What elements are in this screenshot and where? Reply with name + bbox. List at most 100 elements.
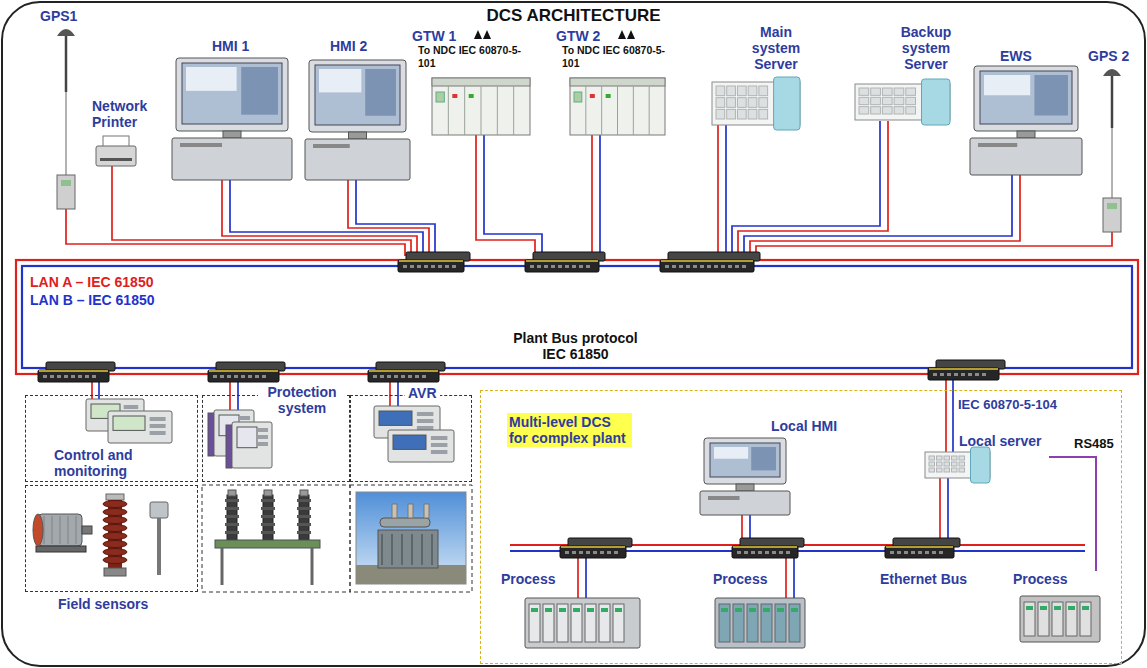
switch-port bbox=[614, 551, 618, 554]
module-divider bbox=[513, 86, 514, 135]
drive-slot bbox=[313, 144, 350, 148]
drive-bay bbox=[882, 107, 892, 114]
module-led bbox=[1026, 606, 1033, 610]
io-module bbox=[1052, 602, 1063, 636]
io-module bbox=[747, 604, 758, 642]
switch-port bbox=[220, 375, 224, 378]
rack-rail bbox=[570, 78, 665, 86]
switch-port bbox=[565, 551, 569, 554]
io-module bbox=[761, 604, 772, 642]
gateway-label: GTW 1To NDC IEC 60870-5-101 bbox=[412, 28, 522, 70]
module-display bbox=[436, 92, 444, 102]
gps-cable bbox=[66, 92, 67, 175]
bus-label: Plant Bus protocol IEC 61850 bbox=[508, 330, 643, 362]
device-button bbox=[258, 435, 268, 439]
gateway-device bbox=[570, 78, 665, 135]
drive-bay bbox=[859, 107, 869, 114]
network-cable bbox=[725, 125, 727, 256]
switch-port bbox=[665, 265, 669, 268]
server-label: Backup system Server bbox=[894, 24, 958, 72]
drive-bay bbox=[716, 98, 725, 108]
drive-bay bbox=[894, 88, 904, 95]
io-module bbox=[557, 604, 568, 642]
switch-port bbox=[932, 551, 936, 554]
switch-port bbox=[422, 375, 426, 378]
network-cable bbox=[222, 180, 417, 256]
insulator-rib bbox=[225, 531, 239, 534]
gps-mast bbox=[1111, 76, 1114, 128]
switch-port bbox=[707, 265, 711, 268]
ied-device bbox=[226, 422, 272, 468]
device-group-box: Control and monitoring bbox=[25, 395, 198, 482]
drive-bay bbox=[882, 88, 892, 95]
screen-window bbox=[751, 447, 776, 470]
lan-legend-label: LAN B – IEC 61850 bbox=[30, 292, 155, 308]
monitor-bezel bbox=[974, 66, 1078, 131]
node-label: Local HMI bbox=[771, 418, 837, 434]
network-cable bbox=[397, 380, 399, 408]
switch-unit bbox=[208, 370, 279, 382]
node-label: AVR bbox=[405, 385, 440, 401]
breaker-leg bbox=[221, 548, 224, 585]
module-led bbox=[1082, 606, 1089, 610]
monitor-stand bbox=[223, 131, 241, 138]
insulator-rib bbox=[297, 523, 311, 526]
drive-bay bbox=[937, 468, 943, 472]
insulator-rib bbox=[225, 507, 239, 510]
transformer-photo bbox=[356, 492, 466, 584]
radiator-fin bbox=[421, 534, 423, 565]
printer-body bbox=[96, 146, 136, 166]
switch-port bbox=[227, 375, 231, 378]
io-module bbox=[719, 604, 730, 642]
drive-bay bbox=[944, 456, 950, 460]
switch-port bbox=[693, 265, 697, 268]
process-box: Process bbox=[1011, 571, 1109, 653]
uplink-arrow bbox=[483, 30, 491, 39]
switch-port bbox=[64, 375, 68, 378]
switch-port bbox=[380, 375, 384, 378]
node-label: Multi-level DCS for complex plant bbox=[507, 413, 632, 447]
network-cable bbox=[750, 175, 1020, 256]
switch-port bbox=[586, 265, 590, 268]
transformer-bushing bbox=[408, 504, 413, 518]
drive-bay bbox=[737, 86, 746, 96]
plc-base bbox=[715, 598, 805, 648]
node-label: To NDC IEC 60870-5-101 bbox=[562, 44, 666, 70]
motor-fin bbox=[68, 516, 69, 544]
drive-bay bbox=[952, 468, 958, 472]
switch-port bbox=[424, 265, 428, 268]
node-label: Process bbox=[1013, 571, 1109, 587]
field-sensor-icons bbox=[33, 494, 168, 576]
switch-port bbox=[92, 375, 96, 378]
switch-unit bbox=[398, 260, 464, 272]
drive-bay bbox=[859, 97, 869, 104]
switch-unit bbox=[368, 370, 439, 382]
radiator-fin bbox=[431, 534, 433, 565]
printer-icon bbox=[96, 136, 136, 166]
network-cable bbox=[356, 180, 435, 256]
switch-port bbox=[890, 551, 894, 554]
network-cable bbox=[793, 555, 795, 600]
screen-window bbox=[241, 67, 278, 115]
ct-shed bbox=[103, 525, 127, 532]
io-module bbox=[775, 604, 786, 642]
printer-label: Network Printer bbox=[92, 98, 164, 130]
node-label: Process bbox=[501, 571, 555, 587]
plc-rack bbox=[715, 598, 805, 648]
module-led bbox=[601, 608, 608, 612]
switch-unit bbox=[560, 546, 626, 558]
motor-fin bbox=[52, 516, 53, 544]
node-label: GTW 1 bbox=[412, 28, 522, 44]
switch-port bbox=[50, 375, 54, 378]
switch-port bbox=[558, 265, 562, 268]
drive-bay bbox=[952, 462, 958, 466]
plc-base bbox=[1020, 596, 1100, 642]
switch-port bbox=[911, 551, 915, 554]
monitor-bezel bbox=[704, 438, 786, 484]
screen-window bbox=[984, 75, 1030, 95]
module-divider bbox=[585, 86, 586, 135]
process-label: Process bbox=[713, 571, 767, 587]
node-label: Field sensors bbox=[58, 596, 148, 612]
switch-port bbox=[572, 551, 576, 554]
switch-port bbox=[751, 551, 755, 554]
